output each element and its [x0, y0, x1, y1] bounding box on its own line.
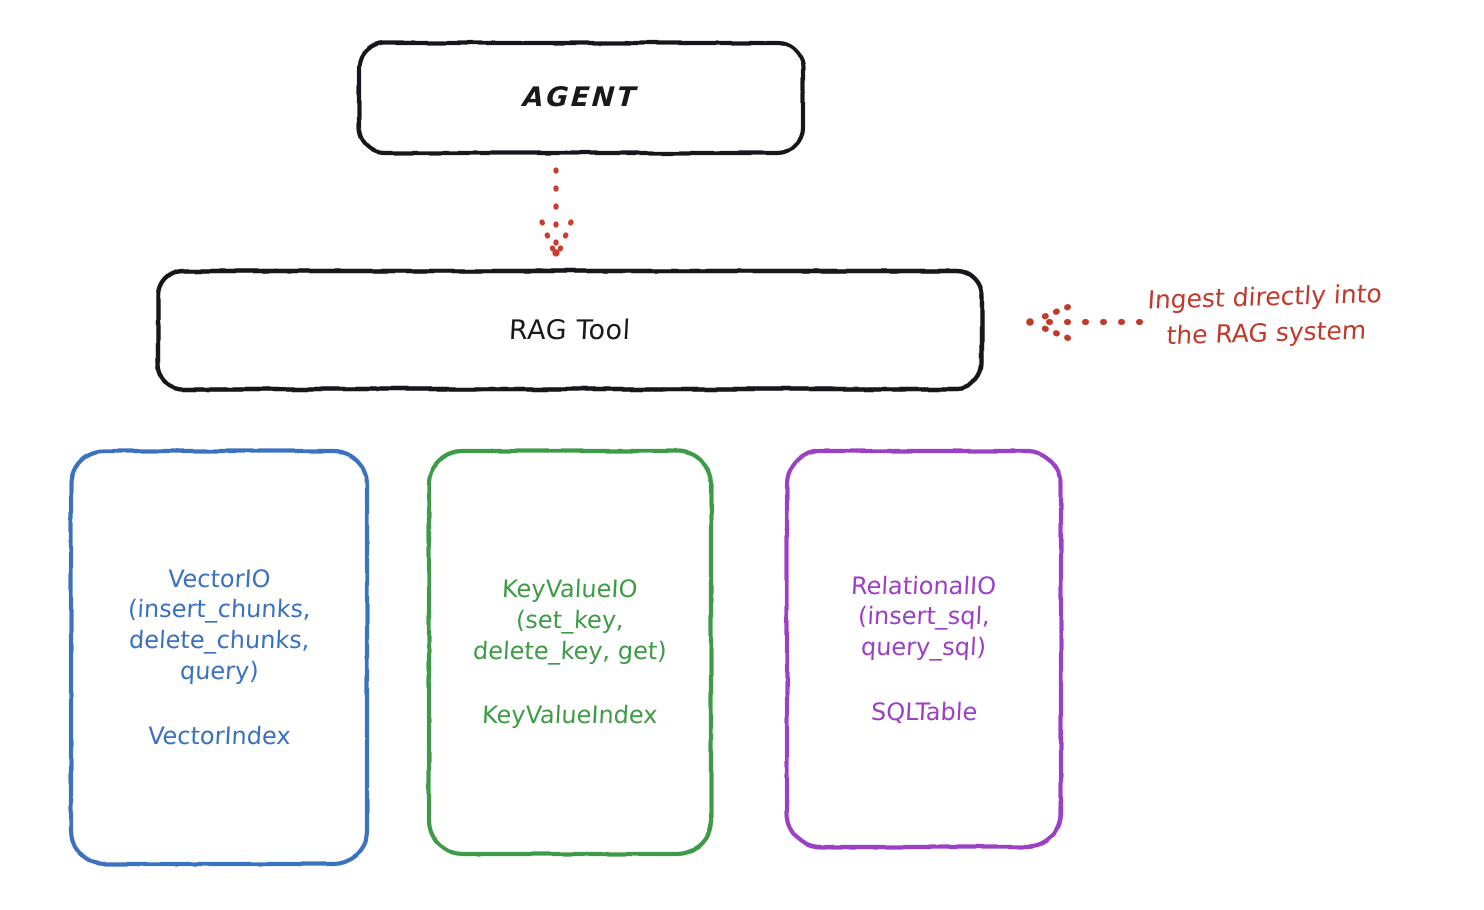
relational-io-box-outline[interactable] [784, 448, 1064, 850]
rag-tool-box-outline[interactable] [155, 268, 985, 392]
key-value-io-line-2: (set_key, [515, 605, 625, 634]
node-key-value-io[interactable]: KeyValueIO (set_key, delete_key, get) Ke… [427, 449, 713, 856]
vector-io-line-4: query) [178, 656, 260, 685]
vector-io-box-outline[interactable] [68, 448, 370, 867]
key-value-io-text-block: KeyValueIO (set_key, delete_key, get) Ke… [472, 574, 668, 731]
vector-io-line-3: delete_chunks, [128, 626, 310, 655]
rag-tool-label: RAG Tool [508, 314, 632, 346]
node-rag-tool[interactable]: RAG Tool [156, 269, 984, 391]
vector-io-text-block: VectorIO (insert_chunks, delete_chunks, … [126, 564, 312, 752]
agent-to-rag-connector [539, 167, 574, 257]
node-relational-io[interactable]: RelationalIO (insert_sql, query_sql) SQL… [785, 449, 1063, 849]
key-value-io-line-1: KeyValueIO [501, 575, 639, 604]
relational-io-line-1: RelationalIO [850, 571, 998, 600]
key-value-io-index-label: KeyValueIndex [481, 701, 659, 730]
key-value-io-box-outline[interactable] [426, 448, 714, 857]
ingest-annotation: Ingest directly into the RAG system [1147, 273, 1479, 353]
relational-io-index-label: SQLTable [870, 697, 978, 726]
relational-io-text-block: RelationalIO (insert_sql, query_sql) SQL… [850, 571, 998, 728]
vector-io-index-label: VectorIndex [147, 721, 292, 750]
agent-label: AGENT [521, 82, 640, 113]
vector-io-line-1: VectorIO [167, 564, 271, 593]
relational-io-line-2: (insert_sql, [857, 602, 991, 631]
node-vector-io[interactable]: VectorIO (insert_chunks, delete_chunks, … [69, 449, 369, 866]
vector-io-line-2: (insert_chunks, [126, 595, 312, 624]
agent-box-outline[interactable] [356, 40, 806, 156]
ingest-arrow-icon [1026, 304, 1143, 341]
relational-io-line-3: query_sql) [860, 633, 988, 661]
node-agent[interactable]: AGENT [357, 41, 804, 154]
key-value-io-line-3: delete_key, get) [472, 636, 668, 665]
